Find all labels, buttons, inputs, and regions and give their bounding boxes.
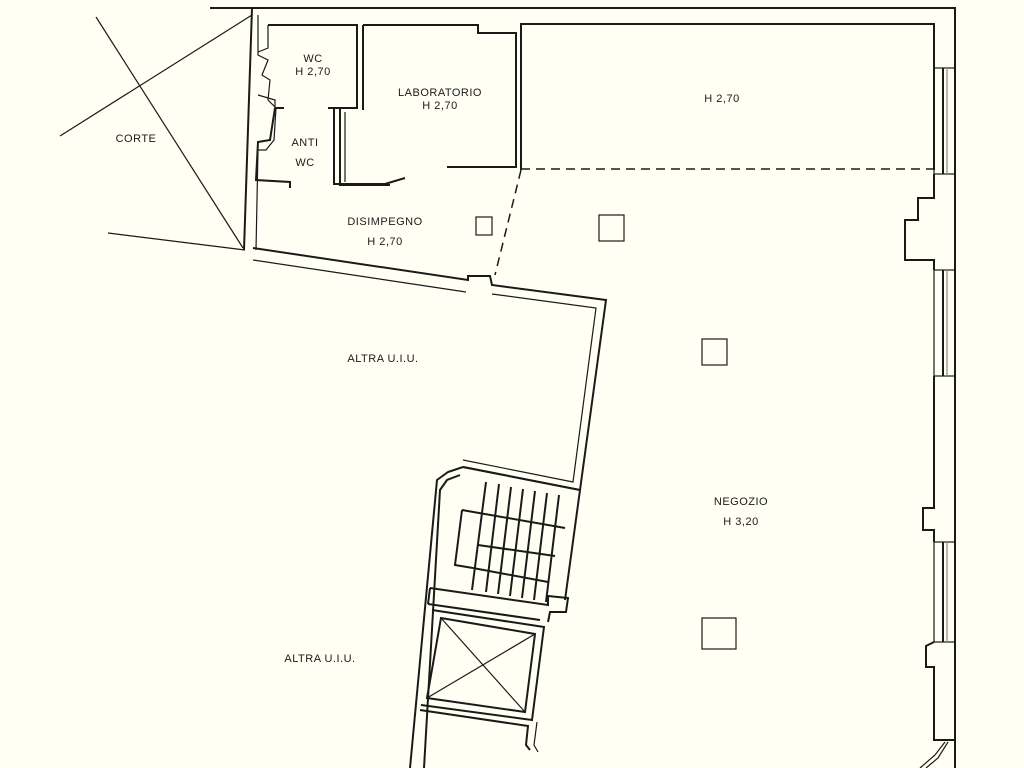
room-subname: WC: [295, 157, 315, 169]
room-label-altra-uiu-1: ALTRA U.I.U.: [347, 353, 418, 366]
room-label-wc: WC H 2,70: [295, 53, 330, 79]
elevator-shaft: [420, 609, 546, 722]
pillar: [701, 617, 737, 650]
room-label-laboratorio: LABORATORIO H 2,70: [398, 87, 482, 113]
laboratorio-walls: [339, 24, 517, 186]
room-label-disimpegno: DISIMPEGNO H 2,70: [347, 212, 422, 252]
room-name: LABORATORIO: [398, 87, 482, 99]
disimpegno-walls: [252, 247, 608, 492]
room-name: CORTE: [115, 133, 157, 145]
room-height: H 3,20: [723, 516, 759, 528]
room-label-altra-uiu-2: ALTRA U.I.U.: [284, 653, 355, 666]
room-height: H 2,70: [422, 100, 458, 112]
east-wall-details: [904, 67, 956, 768]
room-name: DISIMPEGNO: [347, 216, 423, 228]
pillar: [475, 216, 493, 236]
room-name: ALTRA U.I.U.: [347, 353, 419, 365]
wc-walls: [257, 24, 358, 109]
room-label-negozio: NEGOZIO H 3,20: [714, 492, 768, 532]
room-label-anti-wc: ANTI WC: [291, 133, 318, 173]
stair-core: [409, 466, 582, 768]
pillars: [475, 214, 737, 650]
room-height: H 2,70: [295, 66, 331, 78]
courtyard-lines: [59, 7, 253, 251]
room-name: WC: [303, 53, 323, 65]
room-name: NEGOZIO: [713, 496, 769, 508]
anti-wc-walls: [254, 107, 406, 188]
outer-walls: [243, 7, 956, 768]
pillar: [598, 214, 625, 242]
stair-steps: [471, 481, 560, 603]
room-height: H 2,70: [704, 93, 740, 105]
pillar: [701, 338, 728, 366]
room-name: ALTRA U.I.U.: [284, 653, 356, 665]
room-height: H 2,70: [367, 236, 403, 248]
room-label-corte: CORTE: [116, 133, 157, 146]
room-name: ANTI: [291, 137, 319, 149]
upper-area-walls: [494, 23, 940, 276]
room-label-upper-area: H 2,70: [704, 93, 739, 106]
